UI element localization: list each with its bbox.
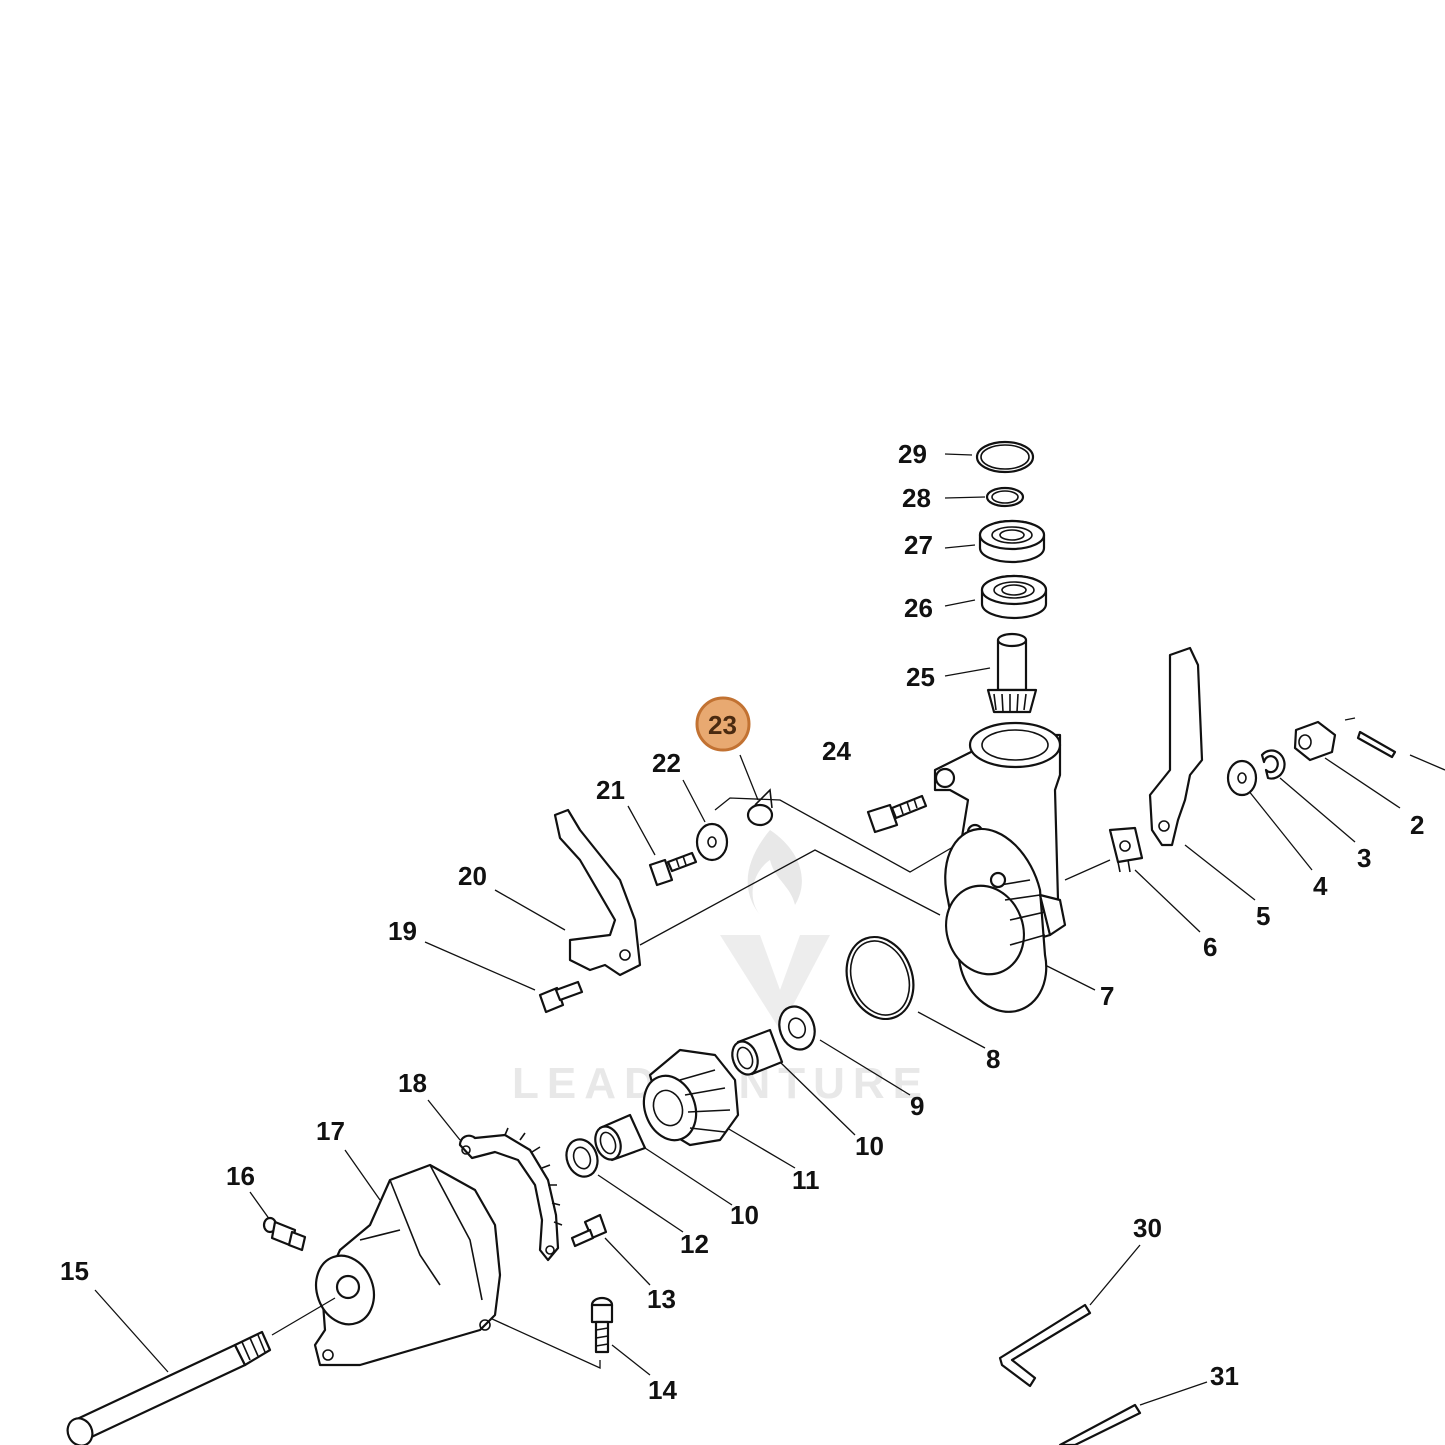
callout-labels: 2 3 4 5 6 7 8 9 10 10 11 12 13 14 15 16 … <box>60 439 1424 1405</box>
callout-10-upper[interactable]: 10 <box>855 1131 884 1161</box>
part-17-lower-housing <box>313 1163 502 1367</box>
part-11-bevel-gear <box>642 1048 740 1147</box>
part-22-washer <box>695 822 729 862</box>
part-6-clip <box>1108 826 1144 873</box>
leader-lines <box>94 453 1401 1406</box>
part-30-hex-key <box>998 1303 1092 1388</box>
part-2-nut <box>1293 720 1337 762</box>
part-16-grease-nipple <box>262 1216 307 1252</box>
part-18-gasket <box>458 1127 563 1262</box>
part-5-handle <box>1148 646 1204 847</box>
callout-19[interactable]: 19 <box>388 916 417 946</box>
callout-14[interactable]: 14 <box>648 1375 677 1405</box>
callout-25[interactable]: 25 <box>906 662 935 692</box>
callout-18[interactable]: 18 <box>398 1068 427 1098</box>
callout-4[interactable]: 4 <box>1313 871 1328 901</box>
callout-12[interactable]: 12 <box>680 1229 709 1259</box>
callout-24[interactable]: 24 <box>822 736 851 766</box>
part-7-gear-housing <box>933 721 1067 1013</box>
highlight-marker[interactable] <box>695 696 751 752</box>
part-9-washer <box>778 1005 816 1051</box>
callout-11[interactable]: 11 <box>792 1165 820 1195</box>
part-3-e-clip <box>1260 749 1286 780</box>
part-cotter-pin <box>1356 730 1397 759</box>
part-19-bolt <box>538 980 584 1014</box>
part-20-lever-bracket <box>553 808 642 977</box>
callout-13[interactable]: 13 <box>647 1284 676 1314</box>
part-31-hex-key <box>1058 1403 1142 1445</box>
callout-27[interactable]: 27 <box>904 530 933 560</box>
alignment-lines <box>489 717 1445 1370</box>
part-13-screw <box>570 1213 608 1248</box>
part-26-bearing <box>980 574 1048 620</box>
callout-6[interactable]: 6 <box>1203 932 1217 962</box>
part-21-screw <box>648 851 698 887</box>
callout-21[interactable]: 21 <box>596 775 625 805</box>
callout-28[interactable]: 28 <box>902 483 931 513</box>
callout-16[interactable]: 16 <box>226 1161 255 1191</box>
watermark-v-icon <box>720 935 830 1030</box>
callout-23[interactable]: 23 <box>708 710 737 740</box>
callout-10-lower[interactable]: 10 <box>730 1200 759 1230</box>
callout-15[interactable]: 15 <box>60 1256 89 1286</box>
part-14-screw <box>590 1296 614 1354</box>
part-28-snap-ring <box>985 486 1025 508</box>
part-27-bearing <box>978 519 1046 564</box>
part-25-pinion-shaft <box>986 632 1038 714</box>
callout-30[interactable]: 30 <box>1133 1213 1162 1243</box>
part-24-bolt <box>866 794 928 834</box>
callout-31[interactable]: 31 <box>1210 1361 1239 1391</box>
part-29-circlip <box>975 440 1035 474</box>
callout-5[interactable]: 5 <box>1256 901 1270 931</box>
callout-2[interactable]: 2 <box>1410 810 1424 840</box>
part-8-o-ring <box>845 935 915 1021</box>
part-23-pin <box>746 788 774 827</box>
callout-3[interactable]: 3 <box>1357 843 1371 873</box>
callout-29[interactable]: 29 <box>898 439 927 469</box>
callout-9[interactable]: 9 <box>910 1091 924 1121</box>
part-12-washer <box>565 1138 599 1178</box>
part-10-bushing-upper <box>731 1028 784 1076</box>
callout-22[interactable]: 22 <box>652 748 681 778</box>
callout-17[interactable]: 17 <box>316 1116 345 1146</box>
callout-20[interactable]: 20 <box>458 861 487 891</box>
callout-8[interactable]: 8 <box>986 1044 1000 1074</box>
callout-7[interactable]: 7 <box>1100 981 1114 1011</box>
part-15-shaft <box>66 1297 336 1445</box>
part-10-bushing-lower <box>594 1113 647 1162</box>
watermark-flame-icon <box>747 830 802 915</box>
part-4-washer <box>1226 759 1258 797</box>
callout-26[interactable]: 26 <box>904 593 933 623</box>
